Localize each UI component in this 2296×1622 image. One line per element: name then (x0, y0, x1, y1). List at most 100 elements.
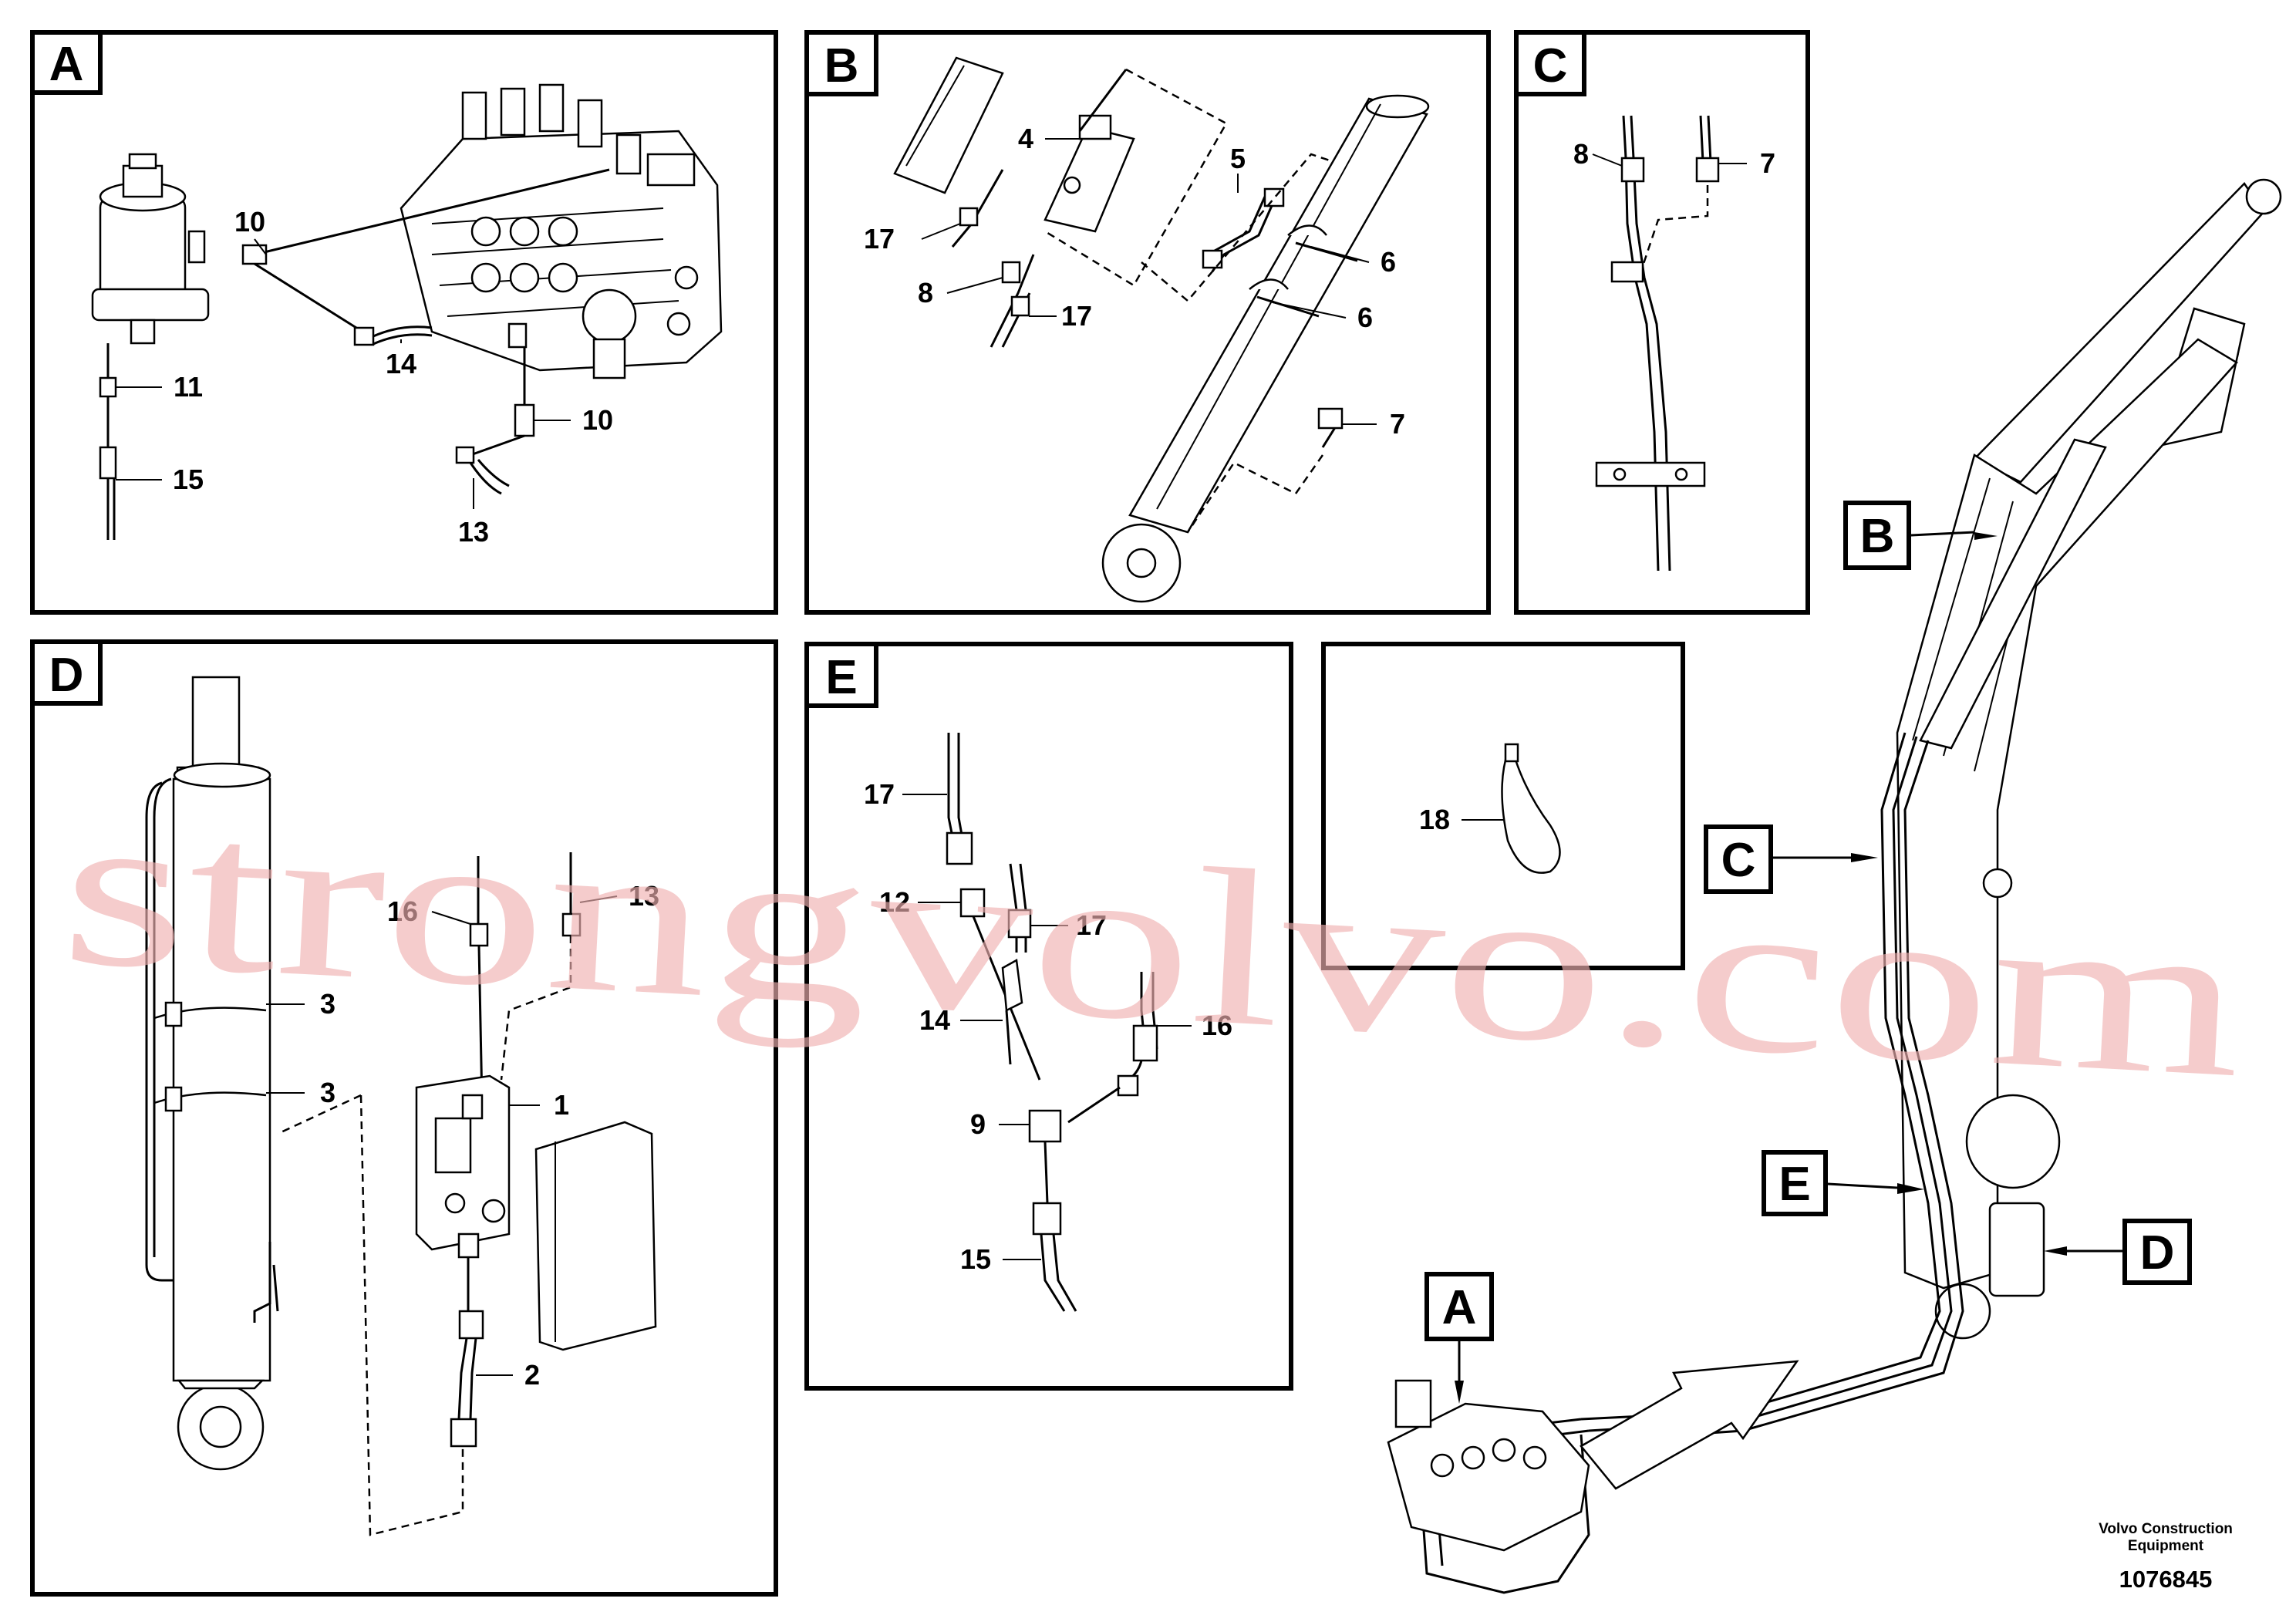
label-b-6-lower: 6 (1357, 302, 1373, 333)
label-d-16: 16 (387, 895, 418, 927)
fitting-8-c-icon (1620, 157, 1645, 183)
label-18: 18 (1419, 804, 1450, 835)
footer: Volvo Construction Equipment 1076845 (2099, 1521, 2233, 1593)
fitting-11-icon (99, 376, 117, 398)
panel-d-tag-box (30, 639, 103, 706)
callout-d-box (2122, 1219, 2192, 1285)
label-a-10-upper: 10 (234, 206, 265, 238)
hose-16-e-end-icon (1117, 1074, 1139, 1097)
label-d-3-upper: 3 (320, 988, 335, 1020)
fitting-8-icon (1001, 261, 1021, 284)
hose-15-e-end-icon (1032, 1202, 1062, 1236)
company-name-line2: Equipment (2128, 1538, 2204, 1554)
panel-cable-tie: 18 (1321, 642, 1685, 970)
label-e-17-upper: 17 (864, 778, 895, 810)
pressure-sensor-icon (91, 153, 210, 345)
label-b-17-upper: 17 (864, 223, 895, 255)
control-valve-icon (400, 83, 723, 379)
excavator-boom-overview (1387, 178, 2282, 1594)
panel-b-tag: B (824, 39, 859, 93)
label-a-11: 11 (174, 371, 203, 403)
boom-cylinder-icon (1101, 94, 1430, 603)
panel-e: E 17 12 17 14 16 9 15 (804, 642, 1293, 1391)
label-a-10-lower: 10 (582, 404, 613, 436)
panel-c-tag-box (1514, 30, 1586, 96)
hose-13-end-icon (455, 446, 475, 464)
hose-17-lower-end-icon (1010, 295, 1030, 317)
fitting-7-c-icon (1695, 157, 1720, 183)
panel-a: A (30, 30, 778, 615)
hose-14-end-icon (353, 326, 375, 346)
label-e-14: 14 (919, 1004, 950, 1036)
panel-c-frame (1514, 30, 1810, 615)
hose-rupture-valve-4-icon (1043, 114, 1135, 233)
hose-17-e-upper-icon (946, 831, 973, 865)
cable-tie-18-icon (1501, 750, 1561, 874)
callout-e-box (1762, 1150, 1828, 1216)
hose-17-upper-end-icon (959, 207, 979, 227)
pipe-2-lower-icon (450, 1418, 477, 1448)
panel-b-tag-box (804, 30, 878, 96)
label-e-16: 16 (1202, 1010, 1232, 1041)
clamp-6-lower-icon (1249, 278, 1289, 290)
hose-15-end-icon (99, 446, 117, 480)
direction-arrow-icon (1580, 1360, 1799, 1490)
panel-a-tag-box (30, 30, 103, 95)
label-c-7: 7 (1760, 147, 1775, 179)
label-d-3-lower: 3 (320, 1077, 335, 1108)
hose-14-e-icon (1001, 959, 1023, 1012)
label-b-8: 8 (918, 277, 933, 309)
valve-block-1-icon (415, 1074, 511, 1259)
label-d-13: 13 (629, 880, 659, 912)
callout-e: E (1778, 1158, 1810, 1211)
label-d-2: 2 (524, 1359, 540, 1391)
label-b-4: 4 (1018, 123, 1033, 154)
document-number: 1076845 (2119, 1566, 2213, 1593)
clamp-6-upper-icon (1287, 224, 1327, 236)
panel-e-tag: E (825, 651, 857, 704)
label-a-13: 13 (458, 516, 489, 548)
cover-plate-icon (893, 56, 1004, 194)
panel-e-frame (804, 642, 1293, 1391)
pipe-5-lower-icon (1202, 249, 1223, 269)
fitting-7-icon (1317, 407, 1344, 430)
overview-callouts: B C E D A (1424, 501, 2192, 1404)
label-d-1: 1 (554, 1089, 569, 1121)
label-a-15: 15 (173, 464, 204, 495)
callout-b-box (1843, 501, 1911, 570)
panel-c-tag: C (1533, 39, 1568, 93)
label-a-14: 14 (386, 348, 416, 379)
valve-cover-icon (534, 1121, 657, 1351)
panel-b: B (804, 30, 1491, 615)
callout-d: D (2140, 1226, 2175, 1280)
tee-10-lower-icon (514, 403, 535, 437)
label-e-15: 15 (960, 1243, 991, 1275)
label-e-17-lower: 17 (1076, 909, 1107, 941)
tee-9-icon (1028, 1109, 1062, 1143)
adapter-12-icon (959, 888, 986, 918)
label-e-9: 9 (970, 1108, 986, 1140)
company-name-line1: Volvo Construction (2099, 1521, 2233, 1537)
callout-b: B (1860, 510, 1895, 563)
label-b-6-upper: 6 (1381, 246, 1396, 278)
panel-d: D (30, 639, 778, 1597)
hose-17-e-lower-icon (1007, 909, 1032, 939)
hose-guide-upper-icon (1610, 261, 1644, 283)
tee-10-upper-icon (241, 244, 268, 265)
overview-valve-icon (1387, 1379, 1590, 1552)
panel-e-tag-box (804, 642, 878, 708)
callout-a: A (1442, 1281, 1477, 1334)
label-e-12: 12 (879, 886, 910, 918)
hose-clamp-block-icon (1595, 461, 1706, 487)
panel-c: C 8 7 (1514, 30, 1810, 615)
label-b-5: 5 (1230, 143, 1246, 174)
panel-d-tag: D (49, 649, 84, 702)
callout-c-box (1704, 824, 1773, 894)
boom-icon (1896, 338, 2238, 1290)
callout-a-box (1424, 1272, 1494, 1341)
label-b-17-lower: 17 (1061, 300, 1092, 332)
hose-16-e-icon (1132, 1024, 1158, 1062)
label-c-8: 8 (1573, 138, 1589, 170)
panel-a-tag: A (49, 38, 84, 91)
